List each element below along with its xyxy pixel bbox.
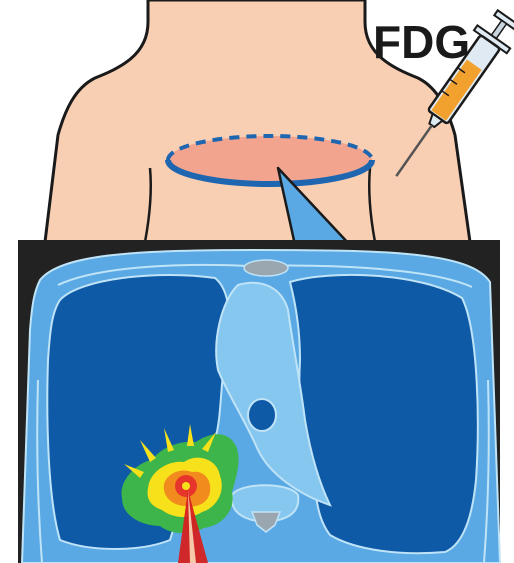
scan-plane bbox=[168, 136, 372, 184]
hotspot-center bbox=[182, 482, 190, 490]
aorta bbox=[248, 399, 276, 431]
sternum bbox=[244, 260, 288, 276]
cross-section-panel bbox=[18, 240, 500, 563]
right-lung bbox=[290, 275, 478, 553]
fdg-label: FDG bbox=[373, 16, 470, 68]
